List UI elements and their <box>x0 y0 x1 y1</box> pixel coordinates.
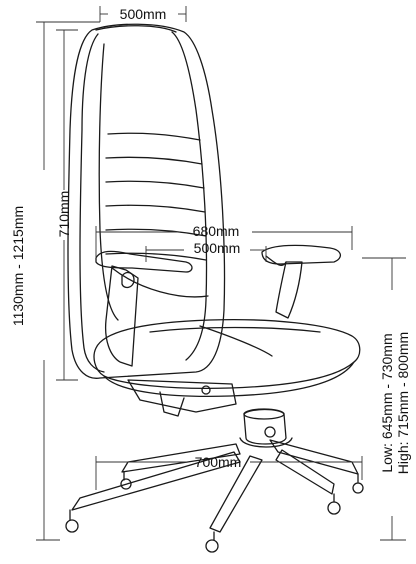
dim-arm-width <box>95 226 353 258</box>
caster-wheel-front <box>205 531 219 553</box>
base-leg-front <box>209 455 263 533</box>
caster-wheel-back-left <box>120 471 132 490</box>
caster-wheel-left <box>65 509 79 533</box>
mechanism-lever <box>159 391 185 417</box>
chair-illustration <box>65 23 364 553</box>
lumbar-curve <box>111 267 209 298</box>
seat-stitch-2 <box>199 325 273 357</box>
stitch-line-3 <box>105 180 205 189</box>
label-arm-width: 680mm <box>193 223 240 239</box>
dim-overall-height <box>36 21 100 541</box>
gas-cylinder-top <box>243 408 285 420</box>
right-armrest-support <box>265 255 287 266</box>
gas-cylinder-cover <box>243 408 287 445</box>
dim-top-width <box>99 6 187 22</box>
dim-base-width <box>95 456 363 490</box>
stitch-line-2 <box>105 156 203 165</box>
label-back-height: 710mm <box>56 191 72 238</box>
stitch-line-1 <box>107 132 201 141</box>
gas-cylinder-base <box>239 437 293 448</box>
base-leg-front-right <box>275 449 335 495</box>
label-seat-width: 500mm <box>194 240 241 256</box>
label-seat-height-high: High: 715mm - 800mm <box>395 332 411 474</box>
stitch-line-4 <box>105 204 206 213</box>
backrest-left-inner <box>79 33 105 373</box>
right-armrest-pad <box>261 244 341 265</box>
label-seat-height-low: Low: 645mm - 730mm <box>379 333 395 472</box>
seat-front-edge <box>103 361 355 397</box>
caster-wheel-right <box>327 493 341 515</box>
base-leg-back-left <box>121 443 241 473</box>
caster-wheel-back-right <box>352 473 364 494</box>
dim-back-height <box>56 29 78 381</box>
dimension-lines <box>36 6 406 541</box>
seat-stitch <box>149 326 321 333</box>
left-arm-knob <box>121 271 135 289</box>
stitch-line-5 <box>105 228 207 237</box>
cylinder-ring-icon <box>264 426 276 438</box>
left-armrest-post <box>104 265 139 367</box>
dim-seat-height <box>362 257 406 541</box>
label-base-width: 700mm <box>195 454 242 470</box>
right-armrest-post <box>275 261 303 319</box>
backrest-shell <box>67 23 226 379</box>
backrest-right-edge <box>171 31 208 361</box>
label-top-width: 500mm <box>120 6 167 22</box>
stitch-line-6 <box>105 252 207 261</box>
left-armrest-pad <box>95 250 193 273</box>
label-overall-height: 1130mm - 1215mm <box>10 206 26 326</box>
mechanism-knob <box>201 385 211 395</box>
dim-seat-width <box>145 246 267 262</box>
headrest-top <box>95 25 177 33</box>
seat-mechanism <box>127 379 237 413</box>
